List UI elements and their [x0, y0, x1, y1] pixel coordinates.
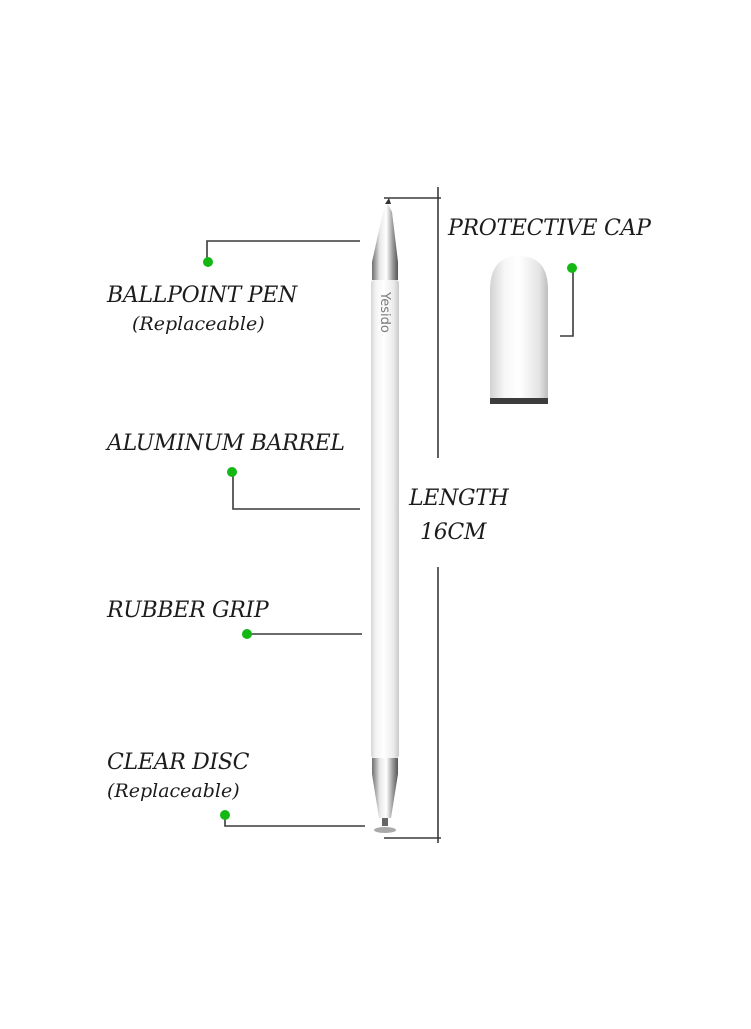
pen-barrel [371, 280, 399, 758]
protective-cap-label: PROTECTIVE CAP [448, 216, 651, 241]
clear-disc-replaceable-note: (Replaceable) [107, 780, 240, 802]
brand-logo: Yesido [377, 291, 392, 333]
leader-cap [560, 270, 574, 337]
ballpoint-tip [372, 198, 398, 280]
ballpoint-pen-label: BALLPOINT PEN [107, 283, 297, 308]
dot-disc [220, 810, 230, 820]
length-value: 16CM [420, 520, 487, 545]
leader-ballpoint [206, 240, 360, 261]
dot-ballpoint [203, 257, 213, 267]
leader-barrel [232, 472, 360, 510]
clear-disc-tip [372, 758, 398, 833]
dot-barrel [227, 467, 237, 477]
rubber-grip-label: RUBBER GRIP [107, 598, 269, 623]
protective-cap [490, 256, 548, 404]
length-dimension [384, 187, 441, 843]
aluminum-barrel-label: ALUMINUM BARREL [107, 431, 345, 456]
dot-grip [242, 629, 252, 639]
length-label: LENGTH [409, 486, 509, 511]
clear-disc-label: CLEAR DISC [107, 750, 250, 775]
ballpoint-replaceable-note: (Replaceable) [132, 313, 265, 335]
dot-cap [567, 263, 577, 273]
leader-disc [224, 816, 365, 827]
